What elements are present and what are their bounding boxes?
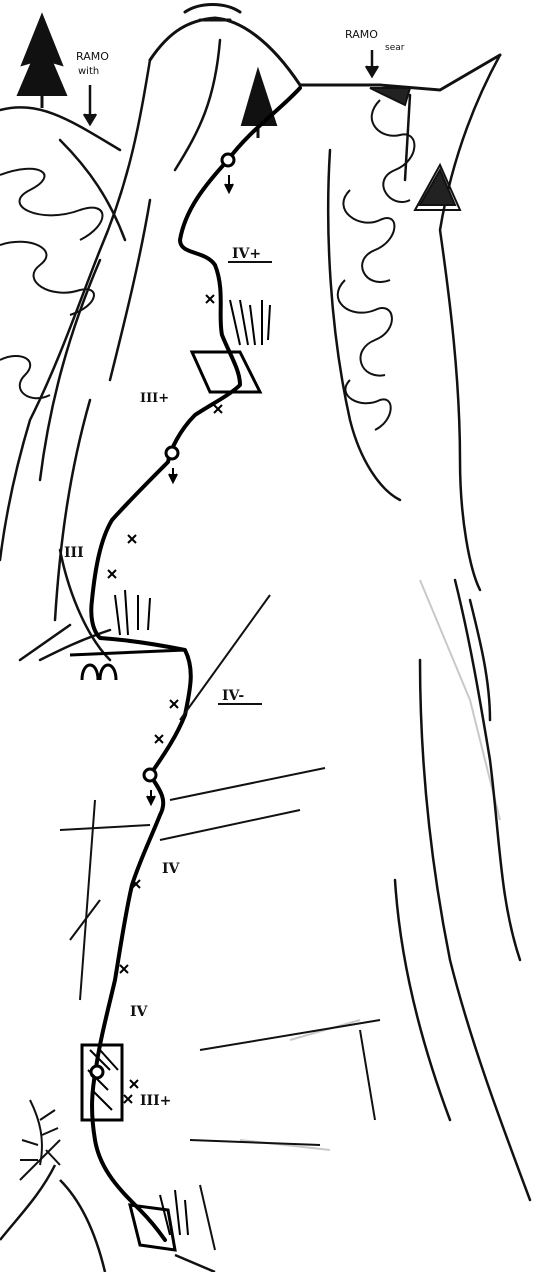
ramo-left-sub: with <box>78 66 99 77</box>
rock-lines <box>20 595 380 1250</box>
right-waves <box>338 100 415 430</box>
grade-label: III <box>64 545 84 561</box>
belay-icon <box>166 447 178 459</box>
ledge-box <box>82 1045 122 1120</box>
belay-icon <box>144 769 156 781</box>
rock-texture <box>240 580 500 1150</box>
belay-stations <box>91 154 234 1078</box>
ledge-boxes <box>82 352 260 1250</box>
ramo-right-label: RAMO <box>345 28 378 41</box>
grass-tufts <box>88 300 270 1235</box>
tree-icon <box>18 15 66 108</box>
ledge-box <box>192 352 260 392</box>
left-wall <box>0 40 220 660</box>
ramo-right-sub: sear <box>385 43 405 53</box>
grade-label: IV- <box>222 688 244 704</box>
overhang <box>70 650 185 680</box>
bolt-marks <box>108 295 222 1103</box>
belay-arrows <box>147 175 233 804</box>
summit-outline <box>150 5 500 91</box>
right-wall <box>328 55 530 1200</box>
plant-icon <box>20 1100 60 1165</box>
grade-label: IV <box>162 861 181 877</box>
grade-label: IV <box>130 1004 149 1020</box>
ramo-arrows <box>84 50 378 124</box>
grade-label: IV+ <box>232 246 261 262</box>
grade-label: III+ <box>140 391 169 406</box>
grade-label: III+ <box>140 1093 171 1109</box>
ramo-left-label: RAMO <box>76 50 109 63</box>
base-lines <box>0 1165 215 1272</box>
belay-icon <box>222 154 234 166</box>
